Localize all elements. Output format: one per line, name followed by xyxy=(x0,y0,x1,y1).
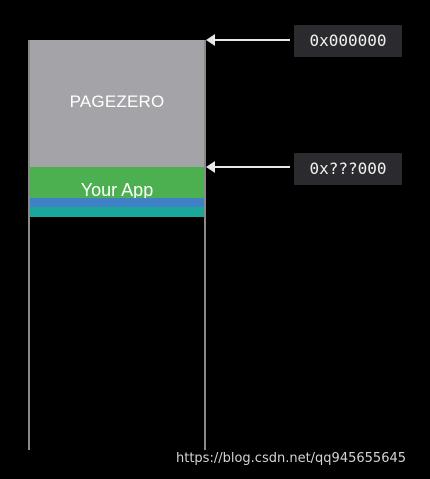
your-app-segment: Your App xyxy=(30,167,204,200)
arrow-to-top-address xyxy=(206,34,290,46)
arrow-to-app-address xyxy=(206,161,290,173)
arrow-shaft xyxy=(212,39,290,41)
arrow-head-icon xyxy=(206,34,215,46)
pagezero-label: PAGEZERO xyxy=(69,91,165,111)
address-top-label: 0x000000 xyxy=(309,31,387,50)
arrow-head-icon xyxy=(206,161,215,173)
memory-column: PAGEZERO Your App xyxy=(28,40,206,450)
column-left-edge xyxy=(28,40,30,450)
address-app-label: 0x???000 xyxy=(309,159,387,178)
watermark-text: https://blog.csdn.net/qq945655645 xyxy=(176,451,407,466)
arrow-shaft xyxy=(212,166,290,168)
teal-segment xyxy=(30,207,204,217)
column-right-edge xyxy=(204,40,206,450)
address-app-box: 0x???000 xyxy=(294,153,402,185)
pagezero-segment: PAGEZERO xyxy=(30,40,204,167)
blue-segment xyxy=(30,198,204,207)
address-top-box: 0x000000 xyxy=(294,25,402,57)
your-app-label: Your App xyxy=(80,180,154,200)
